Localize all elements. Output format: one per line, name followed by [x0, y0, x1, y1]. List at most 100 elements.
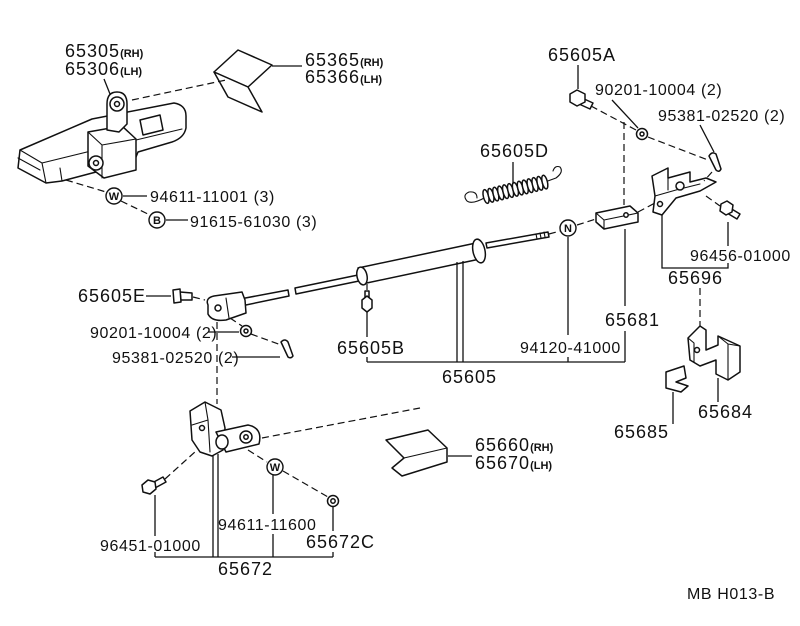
- assembly-line: [703, 171, 713, 182]
- lever-65672[interactable]: [189, 401, 261, 457]
- leader-line: [212, 454, 219, 557]
- bolt-head: [141, 479, 157, 495]
- bracket-fold: [654, 177, 701, 197]
- lower-cover-65660[interactable]: [385, 429, 448, 477]
- part-number: 65306: [65, 59, 120, 79]
- cotter-pin: [708, 152, 722, 173]
- grease-fitting-65605b[interactable]: [361, 290, 373, 313]
- label-96451: 96451-01000: [100, 538, 201, 555]
- label-65605: 65605: [442, 367, 497, 387]
- nut-hole: [330, 498, 336, 504]
- assembly-line: [637, 202, 656, 213]
- part-side: (RH): [360, 57, 384, 69]
- bolt-96451-01000[interactable]: [141, 476, 167, 495]
- assembly-line: [250, 333, 282, 346]
- spring-65605d[interactable]: [464, 165, 562, 205]
- bracket-hole: [693, 346, 701, 354]
- grease-fitting-hex: [361, 295, 373, 313]
- label-90201-upper: 90201-10004 (2): [595, 82, 722, 99]
- lower-cover-body: [385, 429, 448, 477]
- cotter-pin-upper[interactable]: [708, 152, 722, 173]
- assembly-line: [247, 449, 268, 463]
- diagram-code: MB H013-B: [687, 586, 775, 603]
- bolt-65605a[interactable]: [569, 89, 594, 110]
- assembly-line: [590, 105, 637, 131]
- lever-pivot: [215, 434, 229, 450]
- label-65660: 65660(RH): [475, 435, 554, 455]
- marker-w-upper: W: [105, 187, 123, 205]
- marker-n: N: [559, 219, 577, 237]
- thin-rod: [485, 231, 550, 249]
- part-side: (LH): [360, 74, 382, 86]
- washer-hole: [243, 328, 249, 334]
- thin-rod-thread: [535, 231, 546, 240]
- lever-bracket-fold: [191, 401, 211, 453]
- washer-hole: [639, 131, 645, 137]
- label-65672: 65672: [218, 559, 273, 579]
- bolt-head: [569, 89, 586, 107]
- assembly-line: [548, 230, 561, 235]
- label-65605d: 65605D: [480, 141, 549, 161]
- clevis-block-hole: [623, 212, 629, 218]
- lower-cover-fold: [385, 439, 448, 459]
- clevis-block-65681[interactable]: [595, 205, 639, 230]
- label-94611-11600: 94611-11600: [218, 517, 317, 534]
- part-side: (LH): [120, 66, 142, 78]
- marker-circle: [105, 187, 123, 205]
- bolt-head: [172, 288, 182, 304]
- part-number: 65305: [65, 41, 120, 61]
- clip-65685[interactable]: [665, 365, 689, 393]
- bolt-96456-01000[interactable]: [719, 200, 741, 220]
- marker-b: B: [148, 211, 166, 229]
- part-side: (RH): [120, 48, 144, 60]
- marker-w-lower: W: [266, 458, 284, 476]
- cotter-pin: [280, 339, 294, 359]
- pivot-nut-hole: [92, 159, 100, 167]
- rod-assembly-65605[interactable]: [206, 231, 550, 322]
- assembly-line: [131, 79, 227, 101]
- marker-circle: [148, 211, 166, 229]
- lever-arm-hole: [243, 434, 249, 440]
- label-95381-mid: 95381-02520 (2): [112, 350, 239, 367]
- leader-line: [611, 99, 639, 129]
- assembly-line: [192, 296, 206, 301]
- upper-cover-65365[interactable]: [213, 49, 273, 113]
- lever-hole: [198, 424, 206, 432]
- label-65696: 65696: [668, 268, 723, 288]
- assembly-line: [164, 450, 197, 480]
- marker-w-lower-text: W: [270, 462, 281, 474]
- cotter-pin-mid[interactable]: [280, 339, 294, 359]
- bracket-hole: [675, 181, 685, 191]
- cylinder-collar: [471, 238, 487, 264]
- label-95381-upper: 95381-02520 (2): [658, 108, 785, 125]
- clevis-left-slot: [225, 297, 230, 319]
- washer-upper[interactable]: [635, 127, 649, 141]
- bolt-65605e[interactable]: [172, 288, 193, 304]
- part-side: (RH): [530, 442, 554, 454]
- leader-line: [699, 124, 715, 153]
- part-number: 65366: [305, 67, 360, 87]
- label-94611-11001: 94611-11001 (3): [150, 189, 275, 206]
- nut-65672c[interactable]: [326, 494, 340, 508]
- bolt-head: [719, 200, 734, 216]
- leader-line: [661, 215, 729, 269]
- label-65605e: 65605E: [78, 286, 146, 306]
- washer-mid[interactable]: [239, 324, 253, 338]
- marker-circle: [559, 219, 577, 237]
- bracket-65684[interactable]: [687, 325, 741, 381]
- leader-line: [456, 261, 464, 362]
- marker-n-text: N: [564, 223, 572, 235]
- bracket-hole: [656, 200, 664, 208]
- part-number: 65670: [475, 453, 530, 473]
- assembly-line: [65, 179, 107, 193]
- bracket-65696[interactable]: [651, 167, 717, 216]
- assembly-line: [705, 195, 721, 207]
- assembly-line: [576, 218, 597, 226]
- label-65365: 65365(RH): [305, 50, 384, 70]
- seat-bracket-assembly[interactable]: [17, 91, 187, 184]
- spring-hook-left: [464, 191, 487, 203]
- part-side: (LH): [530, 460, 552, 472]
- label-65681: 65681: [605, 310, 660, 330]
- label-65605b: 65605B: [337, 338, 405, 358]
